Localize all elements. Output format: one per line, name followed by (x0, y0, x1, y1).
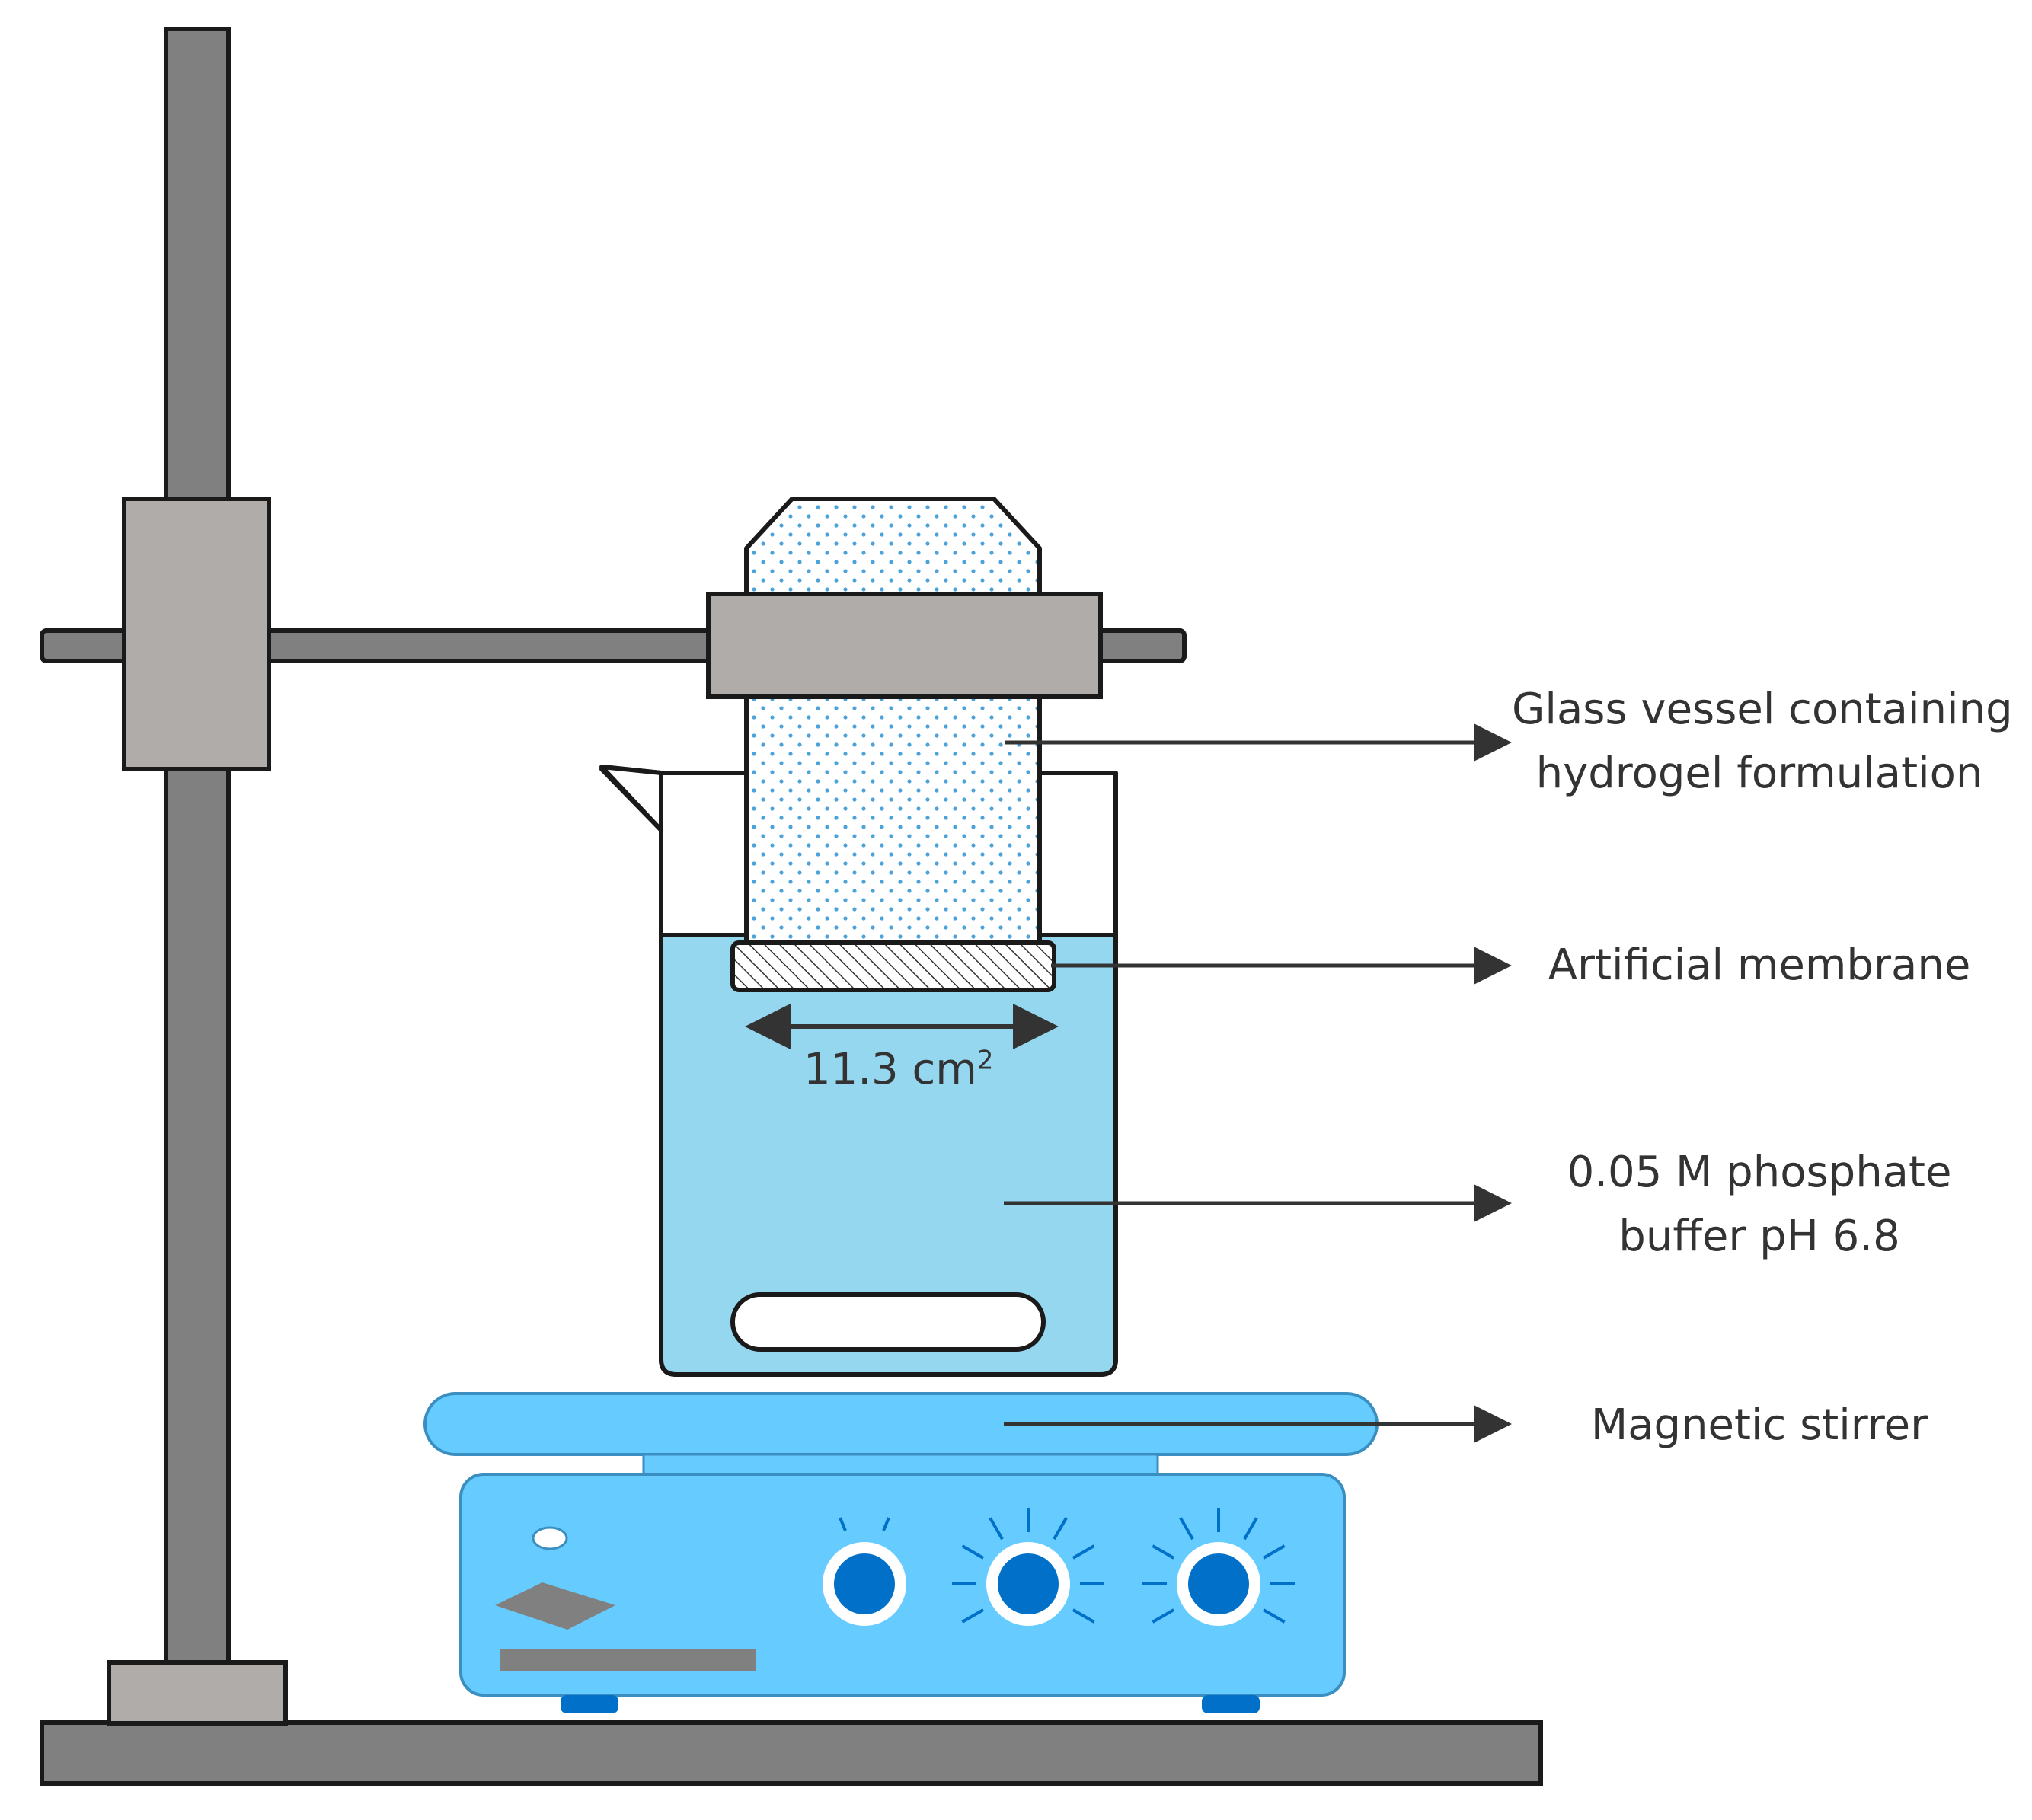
stir-bar-icon (730, 1292, 1046, 1352)
panel-display-bar (500, 1649, 756, 1671)
dial-ray (961, 1608, 985, 1624)
dial-ray (1179, 1517, 1194, 1541)
led-icon (532, 1526, 568, 1550)
dial-ray (1262, 1544, 1286, 1560)
label-line: hydrogel formulation (1535, 749, 1983, 798)
dial-ray (1152, 1608, 1175, 1624)
stand-vertical-rod (164, 27, 231, 1695)
artificial-membrane (730, 940, 1056, 992)
area-value: 11.3 cm (804, 1045, 977, 1094)
stirrer-foot-right (1202, 1695, 1260, 1713)
stand-boss-clamp (122, 497, 271, 771)
label-stirrer: Magnetic stirrer (1512, 1394, 2007, 1458)
dial-ray (989, 1517, 1004, 1541)
label-line: Glass vessel containing (1512, 685, 2013, 734)
label-membrane: Artificial membrane (1512, 934, 2007, 998)
stirrer-neck (642, 1453, 1159, 1477)
area-superscript: 2 (976, 1045, 994, 1076)
membrane-area-label: 11.3 cm2 (804, 1045, 993, 1094)
label-buffer: 0.05 M phosphate buffer pH 6.8 (1512, 1141, 2007, 1269)
dial-ray (1072, 1544, 1095, 1560)
dial-icon[interactable] (1177, 1542, 1260, 1626)
dial-ray (1262, 1608, 1286, 1624)
glass-vessel (744, 497, 1042, 947)
dial-icon[interactable] (823, 1517, 906, 1626)
label-line: Magnetic stirrer (1590, 1400, 1928, 1450)
dial-icon[interactable] (986, 1542, 1070, 1626)
dial-rays (952, 1508, 1295, 1624)
stand-rod-foot (107, 1660, 288, 1726)
beaker-spout (599, 765, 663, 832)
dial-ray (1072, 1608, 1095, 1624)
dial-ray (1053, 1517, 1068, 1541)
label-glass-vessel: Glass vessel containing hydrogel formula… (1512, 678, 2013, 806)
dial-ray (1243, 1517, 1258, 1541)
stirrer-foot-left (561, 1695, 618, 1713)
label-line: buffer pH 6.8 (1618, 1212, 1900, 1261)
stand-base-plate (40, 1720, 1543, 1786)
dial-ray (961, 1544, 985, 1560)
vessel-clamp (706, 592, 1103, 699)
label-line: 0.05 M phosphate (1567, 1148, 1952, 1197)
panel-diamond (495, 1582, 615, 1630)
dial-ray (1152, 1544, 1175, 1560)
label-line: Artificial membrane (1548, 940, 1971, 990)
